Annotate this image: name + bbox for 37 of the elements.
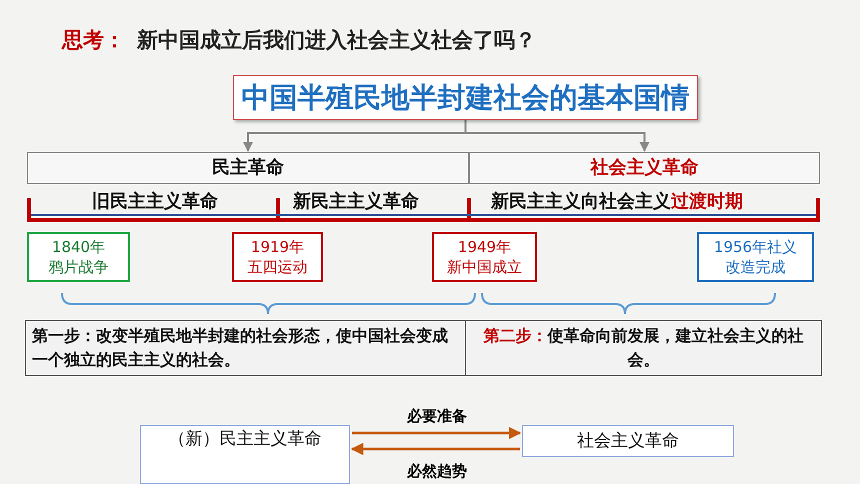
arrow <box>350 442 520 456</box>
heading: 思考： <box>62 28 125 52</box>
node-text: （新）民主主义革命 <box>168 428 322 451</box>
step-text: 第二步：使革命向前发展，建立社会主义的社会。 <box>482 325 804 371</box>
step-box <box>465 320 822 376</box>
concept-box <box>140 425 350 484</box>
event-box <box>232 232 323 282</box>
period-label: 新民主主义革命 <box>293 190 419 213</box>
node-text: 社会主义革命 <box>576 430 680 452</box>
node-text: 1840年 <box>50 236 106 257</box>
edge-label: 必然趋势 <box>406 462 468 481</box>
node-text: 1956年社义 <box>712 236 798 257</box>
node-text: 1949年 <box>456 236 512 257</box>
edge-label: 必要准备 <box>406 407 468 426</box>
step-text: 第一步：改变半殖民地半封建的社会形态，使中国社会变成一个独立的民主主义的社会。 <box>32 325 449 371</box>
node-text: 新中国成立 <box>446 257 523 278</box>
node-text: 五四运动 <box>246 257 308 278</box>
node-text: 改造完成 <box>724 257 786 278</box>
period-label: 过渡时期 <box>671 190 743 213</box>
event-box <box>432 232 537 282</box>
node-text: 中国半殖民地半封建社会的基本国情 <box>240 80 690 116</box>
event-box <box>27 232 130 282</box>
node-text: 1919年 <box>250 236 306 257</box>
event-box <box>697 232 814 282</box>
node-text: 社会主义革命 <box>589 156 700 180</box>
concept-box <box>522 425 734 457</box>
period-label: 旧民主主义革命 <box>92 190 218 213</box>
period-label: 新民主主义向社会主义 <box>491 190 671 213</box>
node-text: 鸦片战争 <box>48 257 110 278</box>
title-box <box>233 75 698 120</box>
category-box <box>27 152 469 184</box>
step-box <box>25 320 466 376</box>
node-text: 民主革命 <box>211 156 285 180</box>
arrow <box>352 426 522 440</box>
category-box <box>469 152 820 184</box>
heading: 新中国成立后我们进入社会主义社会了吗？ <box>137 28 536 52</box>
arrow <box>464 120 650 152</box>
